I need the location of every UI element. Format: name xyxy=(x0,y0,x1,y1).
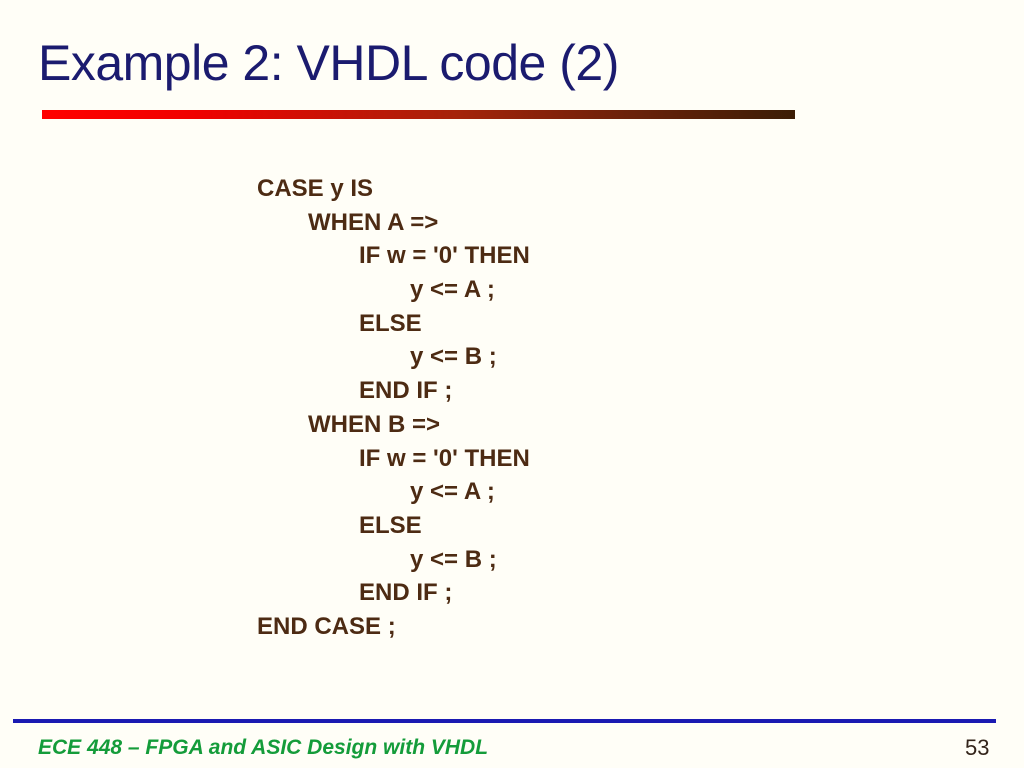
code-line: y <= B ; xyxy=(410,545,497,573)
code-line: ELSE xyxy=(359,309,422,337)
code-line: ELSE xyxy=(359,511,422,539)
page-number: 53 xyxy=(965,735,990,760)
vhdl-code-block: CASE y IS WHEN A => IF w = '0' THEN y <= A … xyxy=(257,172,530,644)
code-line: y <= A ; xyxy=(410,478,495,506)
code-line: END IF ; xyxy=(359,579,453,607)
code-line: END IF ; xyxy=(359,377,453,405)
code-line: y <= B ; xyxy=(410,343,497,371)
code-line: END CASE ; xyxy=(257,612,396,640)
slide-title: Example 2: VHDL code (2) xyxy=(38,35,619,91)
code-line: y <= A ; xyxy=(410,276,495,304)
code-line: WHEN B => xyxy=(308,410,441,438)
code-line: IF w = '0' THEN xyxy=(359,444,530,472)
code-line: WHEN A => xyxy=(308,208,439,236)
footer-divider-line xyxy=(13,719,996,723)
title-underline-gradient xyxy=(42,110,795,119)
code-line: CASE y IS xyxy=(257,175,374,202)
code-line: IF w = '0' THEN xyxy=(359,242,530,270)
footer-course-label: ECE 448 – FPGA and ASIC Design with VHDL xyxy=(38,736,489,759)
